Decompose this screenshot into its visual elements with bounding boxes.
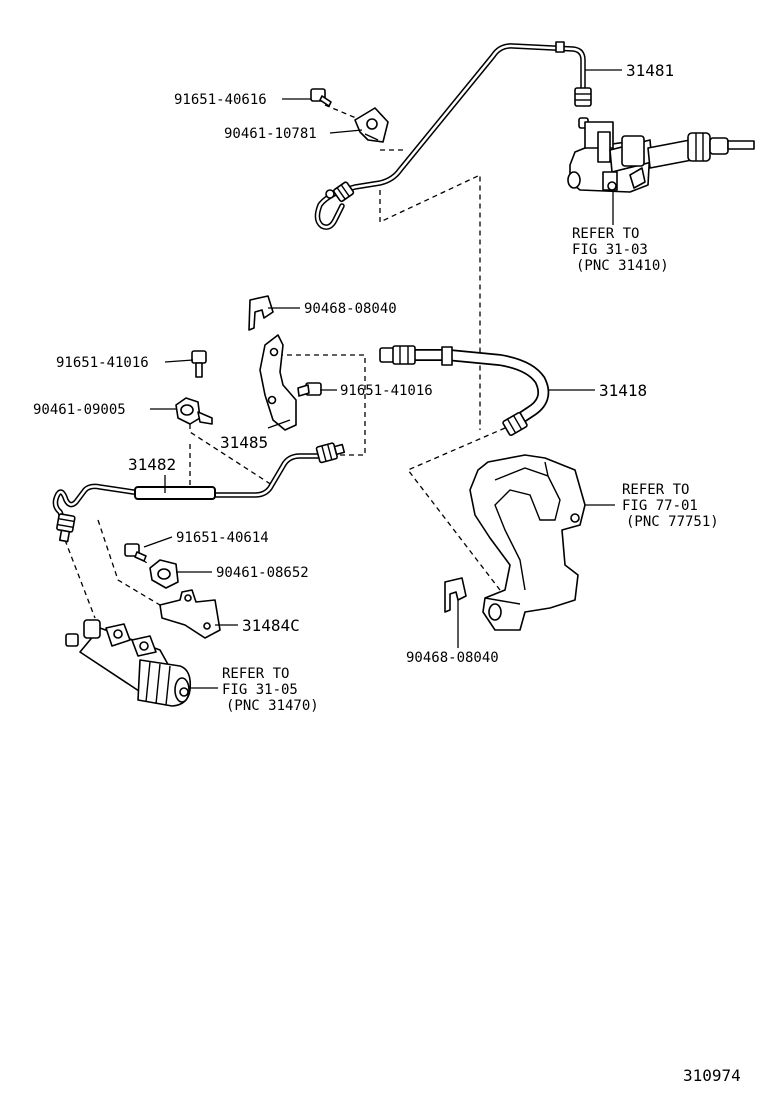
label-90468-08040-bottom: 90468-08040 — [406, 650, 499, 666]
bracket-31484C — [159, 589, 221, 639]
label-ref-bracket-2: FIG 77-01 — [622, 498, 698, 514]
label-91651-40614: 91651-40614 — [176, 530, 269, 546]
label-ref-slave-2: FIG 31-05 — [222, 682, 298, 698]
label-ref-master-3: (PNC 31410) — [576, 258, 669, 274]
clutch-flexible-hose-31418 — [379, 345, 550, 436]
clamp-90461-09005 — [175, 397, 213, 425]
label-91651-41016-left: 91651-41016 — [56, 355, 149, 371]
label-91651-41016-mid: 91651-41016 — [340, 383, 433, 399]
clutch-release-cylinder — [65, 619, 192, 707]
diagram-id: 310974 — [683, 1066, 741, 1085]
label-ref-slave-1: REFER TO — [222, 666, 289, 682]
clutch-pipe-31481 — [314, 41, 592, 230]
label-ref-bracket-1: REFER TO — [622, 482, 689, 498]
bolt-91651-40616 — [310, 88, 332, 107]
label-31482: 31482 — [128, 455, 176, 474]
leader-lines — [143, 69, 622, 689]
part-labels: 31481 91651-40616 90461-10781 REFER TO F… — [33, 61, 741, 1085]
clip-90468-08040-bottom — [444, 577, 467, 613]
clutch-master-cylinder — [567, 121, 755, 193]
assembly-guide-lines — [64, 104, 506, 619]
clamp-90461-10781 — [354, 107, 389, 143]
label-ref-master-1: REFER TO — [572, 226, 639, 242]
label-ref-master-2: FIG 31-03 — [572, 242, 648, 258]
label-31418: 31418 — [599, 381, 647, 400]
bracket-31485 — [259, 334, 297, 431]
label-90461-09005: 90461-09005 — [33, 402, 126, 418]
label-91651-40616: 91651-40616 — [174, 92, 267, 108]
clamp-90461-08652 — [149, 559, 179, 589]
label-31481: 31481 — [626, 61, 674, 80]
label-ref-slave-3: (PNC 31470) — [226, 698, 319, 714]
bolt-91651-41016-left — [191, 350, 207, 378]
clutch-housing-bracket-77751 — [469, 454, 586, 631]
clutch-pipe-31482 — [52, 442, 346, 543]
label-ref-bracket-3: (PNC 77751) — [626, 514, 719, 530]
label-90468-08040-top: 90468-08040 — [304, 301, 397, 317]
bolt-91651-40614 — [124, 543, 147, 562]
bolt-91651-41016-mid — [297, 382, 322, 397]
label-31485: 31485 — [220, 433, 268, 452]
label-90461-08652: 90461-08652 — [216, 565, 309, 581]
label-90461-10781: 90461-10781 — [224, 126, 317, 142]
label-31484C: 31484C — [242, 616, 300, 635]
clip-90468-08040-top — [248, 295, 274, 331]
